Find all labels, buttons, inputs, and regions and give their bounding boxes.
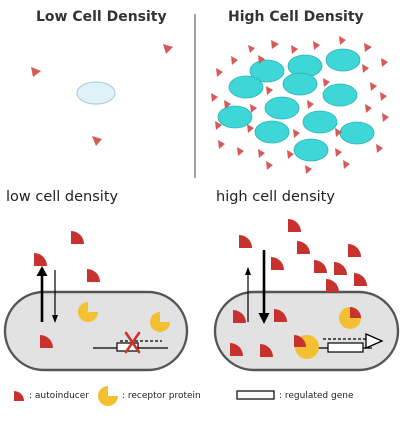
low-density-autoinducers [31, 44, 173, 146]
autoinducer-triangle [248, 45, 255, 53]
cell [322, 83, 358, 107]
high-density-cells [217, 48, 375, 162]
cell [282, 72, 318, 96]
legend-receptor-label: : receptor protein [122, 391, 201, 401]
autoinducer-triangle [258, 149, 265, 158]
cell [339, 121, 375, 145]
high-outside-autoinducers [239, 219, 367, 292]
legend-autoinducer-icon [14, 391, 24, 401]
autoinducer-triangle [224, 100, 231, 109]
autoinducer-triangle [313, 41, 320, 50]
autoinducer-triangle [266, 161, 273, 170]
autoinducer [260, 344, 273, 357]
autoinducer [274, 309, 287, 322]
autoinducer [271, 257, 284, 270]
autoinducer-triangle [266, 86, 273, 95]
autoinducer [326, 279, 339, 292]
low-outside-autoinducers [34, 231, 100, 282]
autoinducer-triangle [293, 129, 300, 138]
cell [254, 120, 290, 144]
autoinducer-triangle [335, 128, 342, 137]
autoinducer-triangle [218, 140, 225, 149]
autoinducer-triangle [382, 113, 389, 122]
autoinducer-triangle [335, 148, 342, 157]
autoinducer [230, 343, 243, 356]
low-density-subtitle: low cell density [6, 189, 119, 205]
regulated-gene-box [327, 342, 364, 353]
cell [293, 138, 329, 162]
autoinducer [40, 335, 53, 348]
autoinducer [233, 310, 246, 323]
autoinducer [334, 262, 347, 275]
legend-autoinducer-label: : autoinducer [29, 391, 89, 401]
export-arrow-head [36, 266, 48, 276]
import-arrow-head [258, 313, 270, 324]
receptor-protein [150, 312, 170, 332]
autoinducer [239, 235, 252, 248]
autoinducer-triangle [305, 165, 312, 174]
autoinducer-triangle [370, 82, 377, 91]
autoinducer-triangle [211, 93, 218, 102]
autoinducer-triangle [291, 45, 298, 54]
cell [302, 110, 338, 134]
legend-gene-icon [236, 390, 275, 400]
bound-autoinducer [294, 335, 306, 347]
autoinducer-triangle [258, 55, 265, 64]
autoinducer-triangle [247, 124, 254, 133]
autoinducer-triangle [362, 64, 369, 73]
high-density-title: High Cell Density [228, 9, 364, 25]
autoinducer-triangle [163, 44, 173, 54]
cell [249, 59, 285, 83]
autoinducer-triangle [376, 144, 383, 153]
cell [228, 75, 264, 99]
autoinducer-triangle [92, 136, 102, 146]
low-density-title: Low Cell Density [36, 9, 167, 25]
export-arrow-head [245, 267, 251, 275]
autoinducer-triangle [365, 104, 372, 113]
autoinducer-triangle [323, 78, 330, 87]
import-arrow-head [52, 315, 58, 323]
autoinducer [297, 241, 310, 254]
autoinducer-triangle [380, 92, 387, 101]
autoinducer-triangle [307, 100, 314, 109]
autoinducer [354, 273, 367, 286]
autoinducer-triangle [287, 150, 294, 159]
bound-autoinducer [350, 307, 361, 318]
repression-cross-icon [124, 331, 141, 354]
autoinducer-triangle [216, 68, 223, 77]
autoinducer [87, 269, 100, 282]
autoinducer [34, 253, 47, 266]
autoinducer-triangle [364, 43, 372, 52]
autoinducer-triangle [215, 121, 222, 130]
high-inside-autoinducers [230, 309, 287, 357]
autoinducer-triangle [231, 56, 238, 65]
cell [217, 105, 253, 129]
cell [264, 96, 300, 120]
autoinducer [71, 231, 84, 244]
legend-gene-label: : regulated gene [279, 391, 354, 401]
transcription-arrow-icon [365, 333, 384, 349]
autoinducer-triangle [271, 40, 279, 49]
autoinducer-triangle [343, 160, 350, 169]
high-density-subtitle: high cell density [216, 189, 335, 205]
autoinducer-triangle [250, 104, 257, 113]
autoinducer [348, 244, 361, 257]
cell [325, 48, 361, 72]
bacterium-low [3, 290, 189, 372]
autoinducer-triangle [339, 36, 346, 45]
receptor-protein [78, 302, 98, 322]
high-density-autoinducers [211, 36, 389, 174]
autoinducer [288, 219, 301, 232]
autoinducer-triangle [237, 147, 244, 156]
legend-receptor-icon [98, 386, 118, 406]
autoinducer-triangle [31, 67, 41, 77]
autoinducer-triangle [381, 58, 388, 67]
autoinducer [314, 260, 327, 273]
single-cell [76, 81, 116, 105]
